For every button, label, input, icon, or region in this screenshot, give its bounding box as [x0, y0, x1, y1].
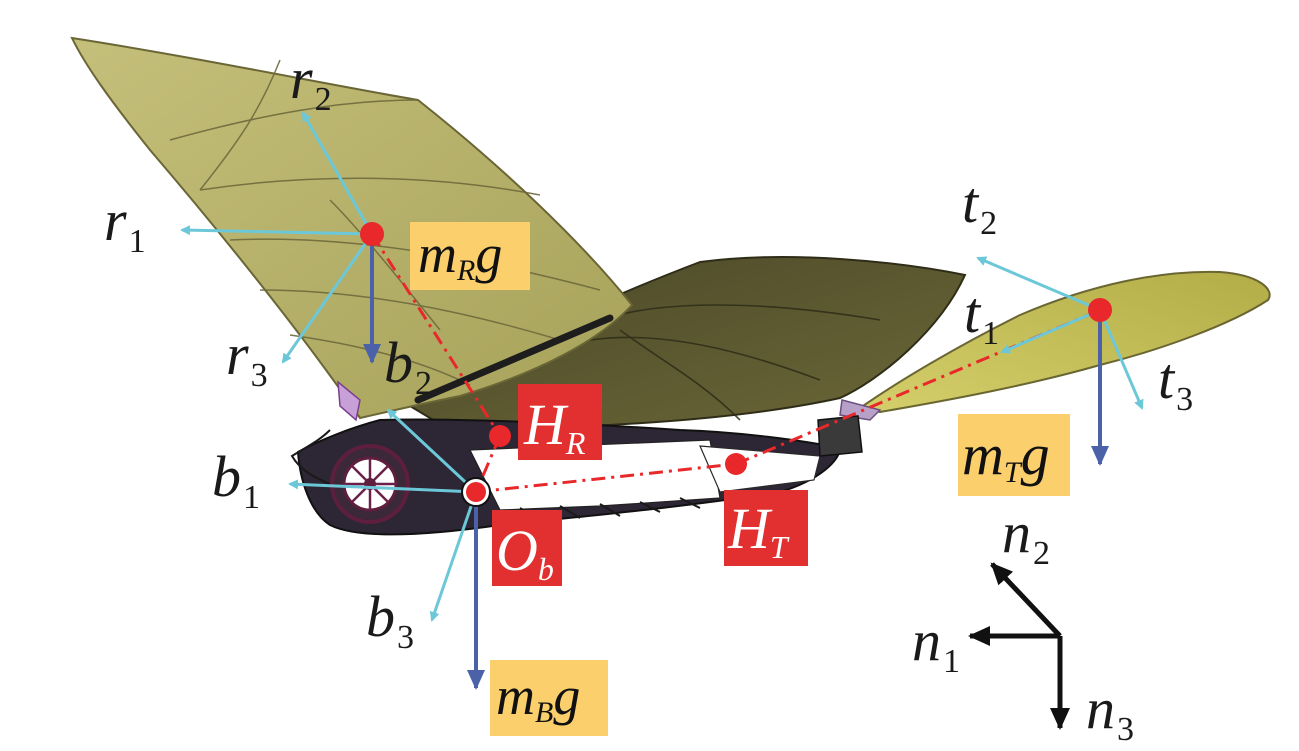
tail-frame: t2 t1 t3 mTg [958, 170, 1193, 496]
b1-arrow [288, 479, 477, 494]
r2-arrow [301, 111, 374, 235]
t3-label: t3 [1158, 346, 1193, 418]
t2-label: t2 [962, 170, 997, 242]
b2-arrow [386, 408, 478, 494]
body-weight-label: mBg [496, 666, 580, 729]
wing-weight-box [410, 222, 530, 290]
Ob-box [492, 510, 562, 586]
ornithopter-illustration [70, 36, 1271, 536]
n3-label: n3 [1086, 676, 1134, 748]
b3-arrow [429, 491, 478, 622]
tail-mass-point [1088, 298, 1112, 322]
wing-mass-point [360, 222, 384, 246]
t1-arrow [1000, 308, 1101, 354]
tail-fin [857, 270, 1271, 414]
gear-wheel [330, 444, 410, 524]
b1-label: b1 [212, 444, 260, 516]
t2-arrow [976, 256, 1101, 312]
main-wing [70, 36, 634, 420]
t3-arrow [1098, 309, 1144, 410]
r2-label: r2 [290, 46, 332, 118]
wing-spar [414, 314, 614, 404]
HT-point [725, 453, 747, 475]
t1-label: t1 [964, 280, 999, 352]
tail-weight-box [958, 414, 1070, 496]
HR-label: HR [523, 392, 586, 461]
n2-arrow [990, 562, 1062, 638]
b3-label: b3 [366, 584, 414, 656]
body-frame: b1 b2 b3 mBg [212, 330, 608, 736]
tail-weight-label: mTg [962, 422, 1050, 489]
r3-arrow [281, 233, 374, 364]
r3-label: r3 [226, 322, 268, 394]
r1-label: r1 [104, 188, 146, 260]
n2-label: n2 [1002, 500, 1050, 572]
wing-frame: r1 r2 r3 mRg [104, 46, 530, 394]
HR-point [489, 425, 511, 447]
body-origin-point [466, 482, 486, 502]
r1-arrow [180, 225, 373, 236]
body-weight-box [490, 660, 608, 736]
inertial-frame: n2 n1 n3 [912, 500, 1134, 748]
n1-label: n1 [912, 608, 960, 680]
wing-weight-label: mRg [418, 224, 502, 287]
HT-label: HT [727, 496, 790, 565]
HR-box [518, 384, 602, 460]
connector-wing-to-HR [370, 233, 502, 437]
b2-label: b2 [384, 330, 432, 402]
hinge-points: HR HT Ob [489, 384, 808, 587]
HT-box [724, 490, 808, 566]
Ob-label: Ob [496, 518, 554, 587]
